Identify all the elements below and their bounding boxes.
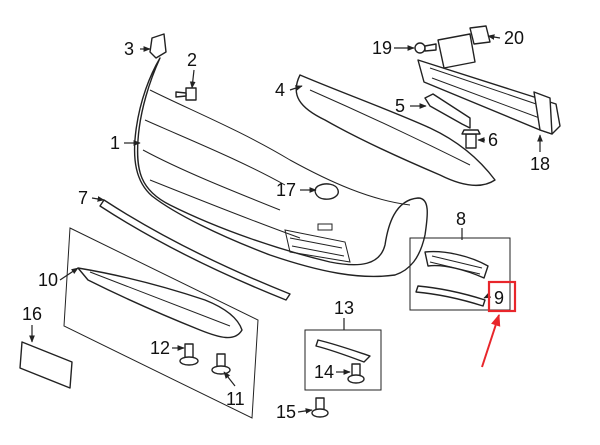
callout-19: 19 xyxy=(372,38,392,58)
push-pin-14 xyxy=(347,363,365,384)
callout-5: 5 xyxy=(395,96,405,116)
callout-16: 16 xyxy=(22,304,42,324)
reinforcement-beam xyxy=(417,33,561,135)
clip-6 xyxy=(461,129,481,149)
callout-7: 7 xyxy=(78,188,88,208)
tow-hook-cover xyxy=(314,183,339,200)
push-pin-12 xyxy=(179,343,199,366)
callout-2: 2 xyxy=(187,50,197,70)
bracket-3 xyxy=(149,33,167,59)
callout-8: 8 xyxy=(456,209,466,229)
highlight-box xyxy=(487,280,517,313)
callout-15: 15 xyxy=(276,402,296,422)
callout-3: 3 xyxy=(124,39,134,59)
callout-labels: 1 2 3 4 5 6 7 8 9 10 11 12 13 14 15 16 1… xyxy=(22,28,550,422)
callout-20: 20 xyxy=(504,28,524,48)
grille-group-box xyxy=(409,237,511,311)
deflector-group-box xyxy=(63,227,259,419)
trim-strip xyxy=(99,199,291,301)
bolt-19 xyxy=(414,42,437,54)
callout-13: 13 xyxy=(334,298,354,318)
callout-10: 10 xyxy=(38,270,58,290)
highlight-arrow xyxy=(481,313,501,368)
callout-12: 12 xyxy=(150,338,170,358)
callout-9: 9 xyxy=(494,288,504,308)
callout-4: 4 xyxy=(275,80,285,100)
callout-11: 11 xyxy=(226,389,245,409)
screw-2 xyxy=(175,87,197,101)
lower-grille-9 xyxy=(415,285,486,307)
callout-14: 14 xyxy=(314,362,334,382)
license-bracket xyxy=(19,341,73,389)
callout-17: 17 xyxy=(276,180,296,200)
callout-1: 1 xyxy=(110,133,120,153)
bumper-cover xyxy=(133,57,428,278)
leader-lines xyxy=(29,34,543,414)
bracket-5 xyxy=(424,93,471,129)
push-pin-15 xyxy=(311,397,329,418)
callout-6: 6 xyxy=(488,130,498,150)
push-pin-11 xyxy=(211,353,231,375)
energy-absorber xyxy=(295,74,496,187)
nut-20 xyxy=(469,25,491,45)
shield-group-box xyxy=(304,329,382,391)
callout-18: 18 xyxy=(530,154,550,174)
